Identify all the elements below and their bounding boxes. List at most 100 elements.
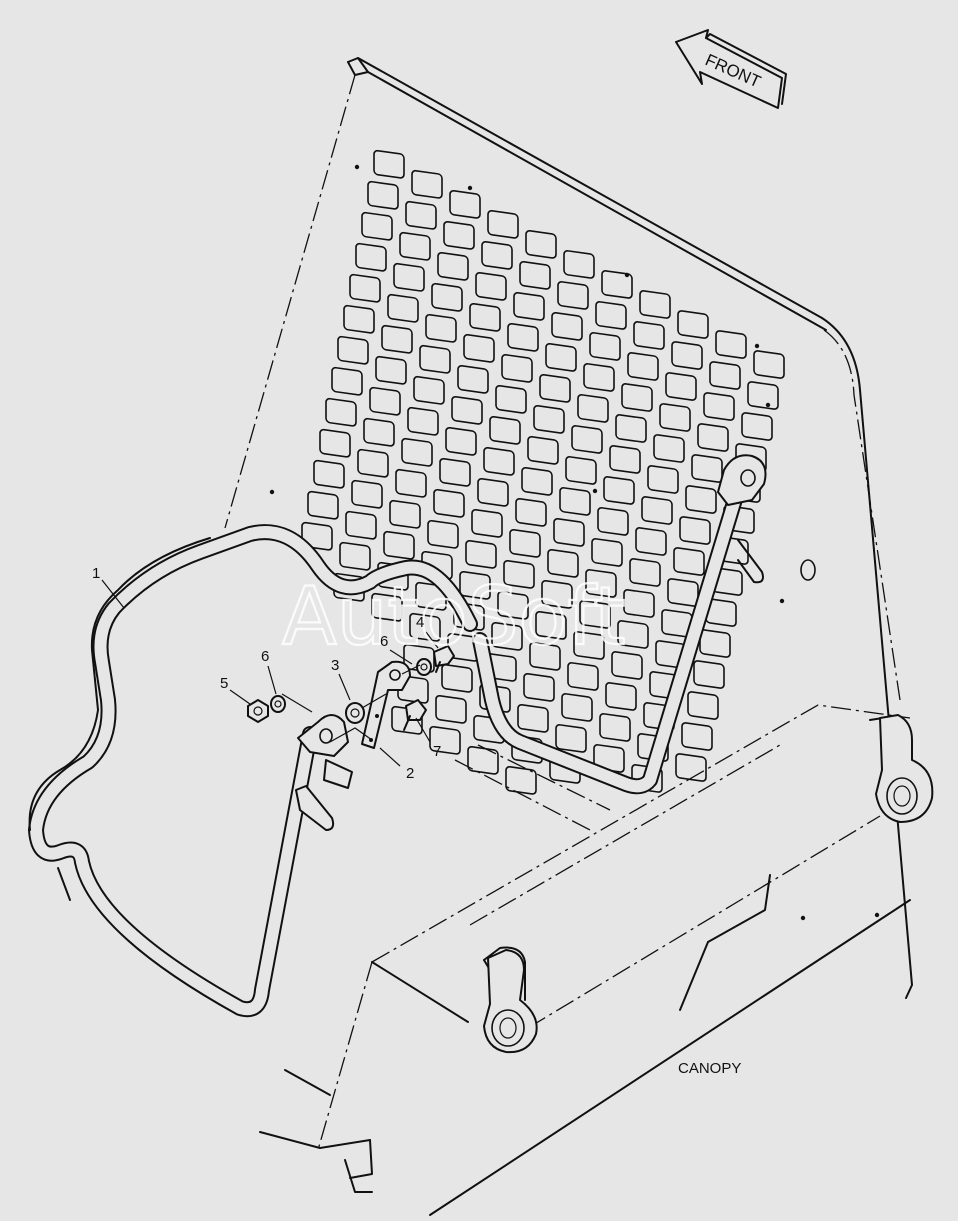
rear-screen-panel	[224, 57, 913, 999]
screen-slot	[387, 293, 419, 323]
screen-slot	[507, 322, 539, 352]
washer-3	[345, 702, 365, 724]
watermark: AutoSoft	[282, 570, 626, 663]
screen-slot	[355, 242, 387, 272]
screen-slot	[647, 465, 679, 494]
screen-slot	[471, 508, 503, 538]
screen-slot	[429, 725, 461, 755]
panel-mount-holes	[269, 164, 880, 921]
canopy-beam	[259, 704, 911, 1216]
screen-slot	[565, 456, 597, 485]
screen-slot	[497, 590, 529, 620]
callout-5: 5	[220, 675, 228, 692]
screen-slot	[449, 189, 481, 219]
screen-slot	[445, 426, 477, 456]
screen-slot	[521, 466, 553, 496]
screen-slot	[561, 693, 593, 722]
screen-slot	[535, 611, 567, 640]
screen-slot	[509, 528, 541, 558]
screen-slot	[687, 691, 719, 720]
screen-slot	[457, 364, 489, 394]
screen-slot	[583, 363, 615, 392]
screen-slot	[367, 180, 399, 210]
canopy-caption: CANOPY	[678, 1060, 741, 1077]
screen-slot	[541, 580, 573, 609]
screen-slot	[615, 414, 647, 443]
screen-slot	[313, 459, 345, 489]
bolt-7	[403, 699, 427, 731]
screen-slot	[363, 417, 395, 447]
screen-slot	[477, 477, 509, 507]
screen-slot	[349, 273, 381, 303]
screen-slot	[685, 485, 717, 514]
screen-slot	[627, 352, 659, 381]
screen-slot	[463, 333, 495, 363]
beam-hinge-left	[483, 949, 538, 1054]
screen-slot	[611, 651, 643, 680]
screen-slot	[435, 694, 467, 724]
screen-slot	[425, 313, 457, 343]
screen-slot	[319, 428, 351, 458]
screen-slot	[673, 547, 705, 576]
screen-slot	[487, 209, 519, 239]
screen-slot	[659, 403, 691, 432]
screen-slot	[481, 240, 513, 270]
callouts: 1 2 3 4 5 6 6 7	[92, 565, 441, 782]
callout-6a: 6	[261, 648, 269, 665]
screen-slot	[443, 220, 475, 250]
screen-slot	[433, 488, 465, 518]
screen-slot	[383, 530, 415, 560]
screen-slot	[331, 366, 363, 396]
screen-slot	[693, 660, 725, 689]
callout-2: 2	[406, 765, 414, 782]
screen-slot	[585, 569, 617, 598]
screen-slot	[495, 384, 527, 414]
screen-slot	[547, 549, 579, 578]
screen-slot	[525, 229, 557, 259]
screen-slot	[671, 341, 703, 370]
screen-slot	[375, 355, 407, 385]
screen-slot	[371, 592, 403, 622]
screen-slot	[381, 324, 413, 354]
screen-slot	[439, 457, 471, 487]
screen-slot	[441, 663, 473, 693]
screen-slot	[373, 149, 405, 179]
screen-slot	[633, 321, 665, 350]
screen-slot	[621, 383, 653, 412]
screen-slot	[675, 753, 707, 782]
screen-slot	[563, 250, 595, 279]
screen-slot	[601, 270, 633, 299]
screen-slot	[483, 446, 515, 476]
screen-slot	[577, 394, 609, 423]
screen-slot	[559, 487, 591, 516]
screen-slot	[681, 722, 713, 751]
screen-slot	[603, 476, 635, 505]
screen-slot	[623, 589, 655, 618]
screen-slot	[539, 374, 571, 403]
screen-slot	[653, 434, 685, 463]
screen-slot	[491, 621, 523, 651]
screen-slot	[715, 330, 747, 359]
screen-slot	[665, 372, 697, 401]
screen-slot	[469, 302, 501, 332]
bolt-4	[433, 645, 455, 673]
callout-1: 1	[92, 565, 100, 582]
screen-slot	[579, 600, 611, 629]
washer-6-left	[270, 695, 286, 713]
screen-slot	[419, 344, 451, 374]
screen-slot	[595, 301, 627, 330]
screen-slot	[599, 713, 631, 742]
screen-slot	[591, 538, 623, 567]
nut-5	[247, 699, 269, 723]
screen-slot	[597, 507, 629, 536]
screen-slot	[389, 499, 421, 529]
screen-slot	[589, 332, 621, 361]
screen-slot	[411, 169, 443, 199]
screen-slot	[741, 412, 773, 441]
screen-slot	[427, 519, 459, 549]
front-direction-arrow: FRONT	[675, 29, 787, 109]
screen-slot	[529, 642, 561, 671]
screen-slot	[357, 448, 389, 478]
hardware	[247, 645, 455, 731]
